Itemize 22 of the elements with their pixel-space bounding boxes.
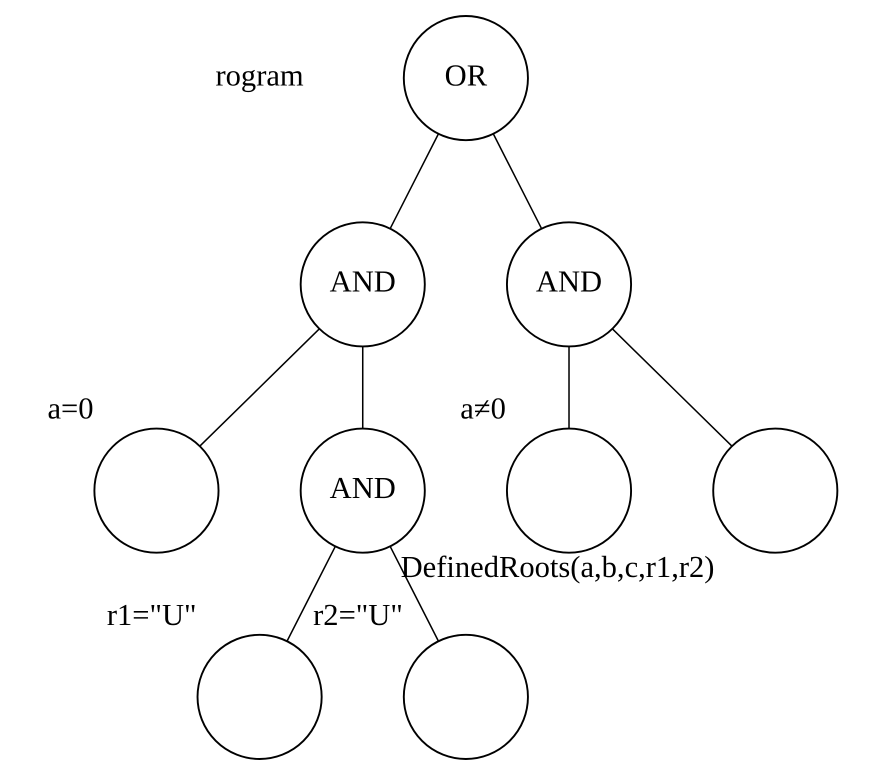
node-label: r1="U" [106, 598, 197, 632]
connector [286, 546, 336, 641]
connector [362, 346, 364, 428]
label: rogram [215, 58, 304, 92]
node-circle: AND [300, 428, 426, 554]
connector [390, 546, 439, 641]
connector [492, 134, 542, 228]
node-circle [506, 428, 632, 554]
node-label: a=0 [47, 392, 94, 426]
connector [200, 328, 320, 446]
node-circle [93, 428, 220, 554]
node-circle: AND [506, 221, 632, 348]
connector [612, 328, 732, 446]
connector [390, 134, 439, 228]
node-circle: AND [300, 221, 426, 348]
node-label: r2="U" [313, 598, 403, 632]
node-circle [402, 634, 529, 760]
connector [568, 346, 570, 428]
node-circle: OR [402, 15, 529, 142]
node-circle [196, 634, 323, 760]
node-circle [712, 428, 838, 554]
node-label: a≠0 [460, 392, 506, 426]
